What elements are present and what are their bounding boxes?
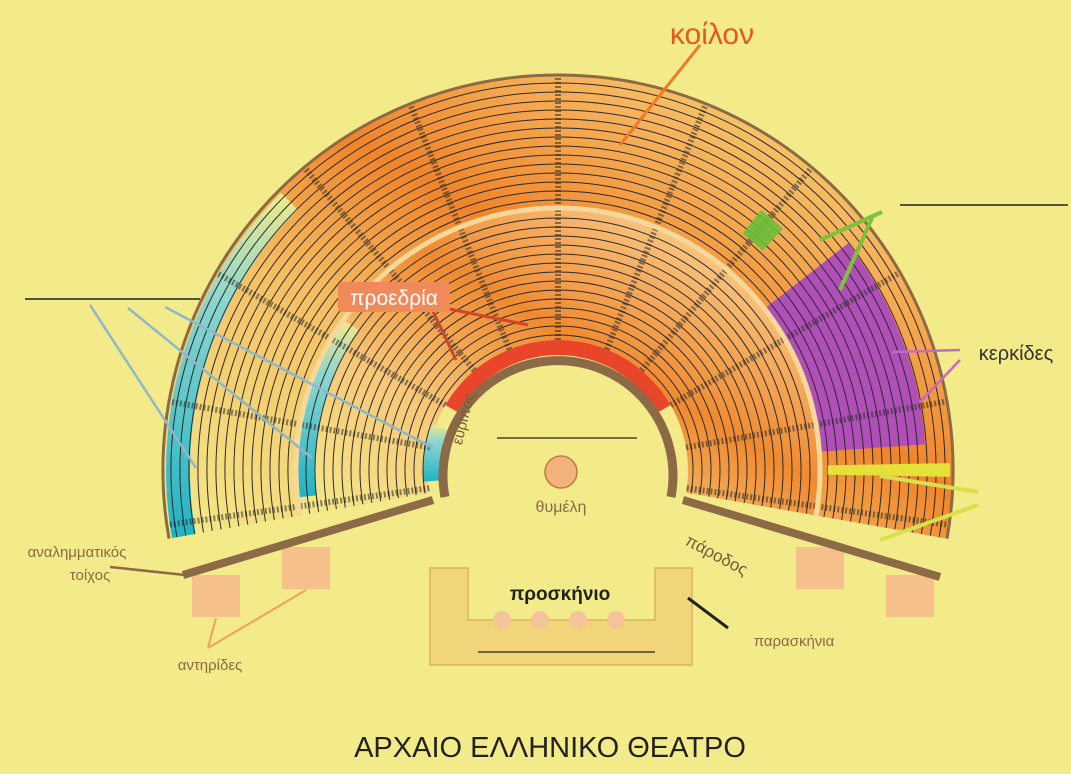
seat-row <box>368 280 748 503</box>
label-koilon: κοίλον <box>670 18 754 51</box>
seat-row <box>323 235 793 511</box>
seat-row <box>359 271 757 505</box>
leader-stairs-1 <box>819 210 883 242</box>
seat-row <box>287 199 829 517</box>
klimax-middle <box>296 319 359 498</box>
column-1 <box>493 611 511 629</box>
proedria-label-box <box>338 282 450 312</box>
left-retaining-wall <box>181 496 435 579</box>
label-proskinio: προσκήνιο <box>510 584 611 605</box>
right-retaining-wall <box>681 496 942 581</box>
labels: κοίλον προεδρία κερκίδες εύριπος θυμέλη … <box>28 18 1054 764</box>
page-title: ΑΡΧΑΙΟ ΕΛΛΗΝΙΚΟ ΘΕΑΤΡΟ <box>354 732 746 764</box>
buttress-3 <box>796 547 844 589</box>
seat-row <box>260 172 856 522</box>
leader-lines <box>25 44 1068 649</box>
green-stair-mark <box>742 209 784 251</box>
yellow-diazoma-mark <box>827 463 950 477</box>
leader-proedria-2 <box>428 304 458 361</box>
retaining-walls <box>181 496 942 617</box>
euripos-channel <box>438 356 678 498</box>
label-analimmatikos-1: αναλημματικός <box>28 544 127 561</box>
label-paraskinia: παρασκήνια <box>754 633 835 650</box>
buttress-4 <box>886 575 934 617</box>
skene <box>429 567 693 666</box>
kerkis-purple-upper <box>764 243 910 394</box>
label-thymeli: θυμέλη <box>536 499 587 516</box>
leader-analimmatikos <box>109 565 186 577</box>
label-proedria: προεδρία <box>350 287 438 310</box>
leader-diazoma-2 <box>879 503 979 542</box>
leader-kerkides-2 <box>919 359 961 403</box>
buttress-2 <box>282 547 330 589</box>
label-kerkides: κερκίδες <box>979 343 1054 365</box>
label-antirides: αντηρίδες <box>178 657 243 674</box>
seat-row <box>341 253 775 508</box>
leader-kerkides-1 <box>891 348 961 354</box>
leader-koilon <box>618 44 702 146</box>
seat-row <box>224 136 892 528</box>
leader-paraskinia <box>687 596 729 630</box>
seat-row <box>404 316 712 497</box>
leader-diazoma-1 <box>879 474 979 494</box>
leader-klimax-3 <box>164 305 434 450</box>
column-2 <box>531 611 549 629</box>
leader-antirides-1 <box>207 617 217 649</box>
diazoma-walkway <box>293 205 823 516</box>
thymele-altar <box>544 455 578 489</box>
skene-building <box>429 567 693 666</box>
klimax-inner <box>423 423 449 482</box>
label-analimmatikos-2: τοίχος <box>70 567 110 584</box>
buttress-1 <box>192 575 240 617</box>
orchestra <box>438 356 678 498</box>
column-3 <box>569 611 587 629</box>
seat-row <box>395 307 721 499</box>
leader-antirides-2 <box>207 589 307 649</box>
leader-klimax-2 <box>127 307 313 459</box>
column-4 <box>607 611 625 629</box>
proedria-band <box>445 339 671 413</box>
seat-row <box>332 244 784 510</box>
leader-klimax-1 <box>88 304 198 469</box>
outer-wall <box>161 73 955 539</box>
leader-stairs-2 <box>838 217 874 291</box>
